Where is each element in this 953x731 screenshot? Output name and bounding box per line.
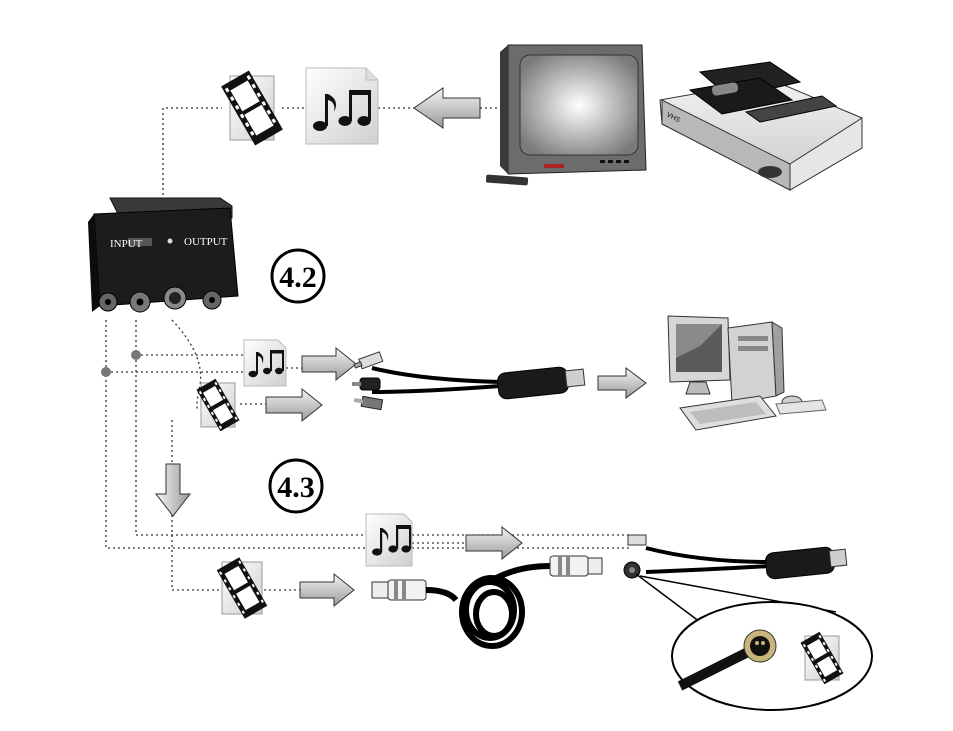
music-notes-icon [365, 513, 413, 567]
connector-svideo-curve [171, 319, 202, 411]
svideo-plug-left [371, 579, 427, 601]
svideo-plug-right [549, 555, 603, 577]
connector-left-long [105, 320, 370, 549]
film-icon [216, 557, 268, 619]
rca-plug-black [352, 377, 381, 391]
svideo-cable [371, 555, 603, 649]
usb-capture-device-43 [623, 534, 848, 580]
remote-control-icon [485, 174, 529, 186]
arrow-right-audio-42 [301, 346, 357, 382]
step-label-42: 4.2 [279, 261, 317, 294]
film-icon [221, 70, 283, 146]
scart-output-label: OUTPUT [184, 236, 228, 248]
music-notes-icon [305, 67, 379, 145]
arrow-right-audio-43 [465, 525, 523, 561]
arrow-right-to-pc [597, 367, 647, 399]
svideo-plug-closeup [677, 629, 777, 691]
step-badge-42: 4.2 [270, 248, 326, 304]
arrows [154, 87, 647, 608]
zoom-callout [635, 573, 873, 711]
tv-icon [485, 44, 647, 186]
scart-input-label: INPUT [110, 238, 143, 250]
connector-dot [101, 367, 111, 377]
arrow-left-top [413, 87, 481, 129]
connector-lines [105, 107, 630, 591]
arrow-right-video-43 [299, 572, 355, 608]
usb-capture-device-42 [352, 351, 586, 411]
rca-plug-white [353, 351, 384, 370]
vcr-icon: VHS [659, 61, 863, 191]
desktop-computer-icon [667, 315, 827, 431]
scart-adapter-icon: INPUT OUTPUT [88, 197, 239, 313]
rca-plug-gray [353, 395, 384, 411]
rca-plug-white [627, 534, 647, 546]
music-notes-icon [243, 339, 287, 387]
arrow-down [154, 463, 192, 517]
step-label-43: 4.3 [277, 471, 315, 504]
arrow-right-video-42 [265, 387, 323, 423]
film-icon [800, 631, 844, 685]
film-icon [196, 378, 240, 432]
connector-dot [131, 350, 141, 360]
connector-right-long [135, 320, 370, 536]
connector-top-vertical [162, 107, 222, 205]
step-badge-43: 4.3 [268, 458, 324, 514]
